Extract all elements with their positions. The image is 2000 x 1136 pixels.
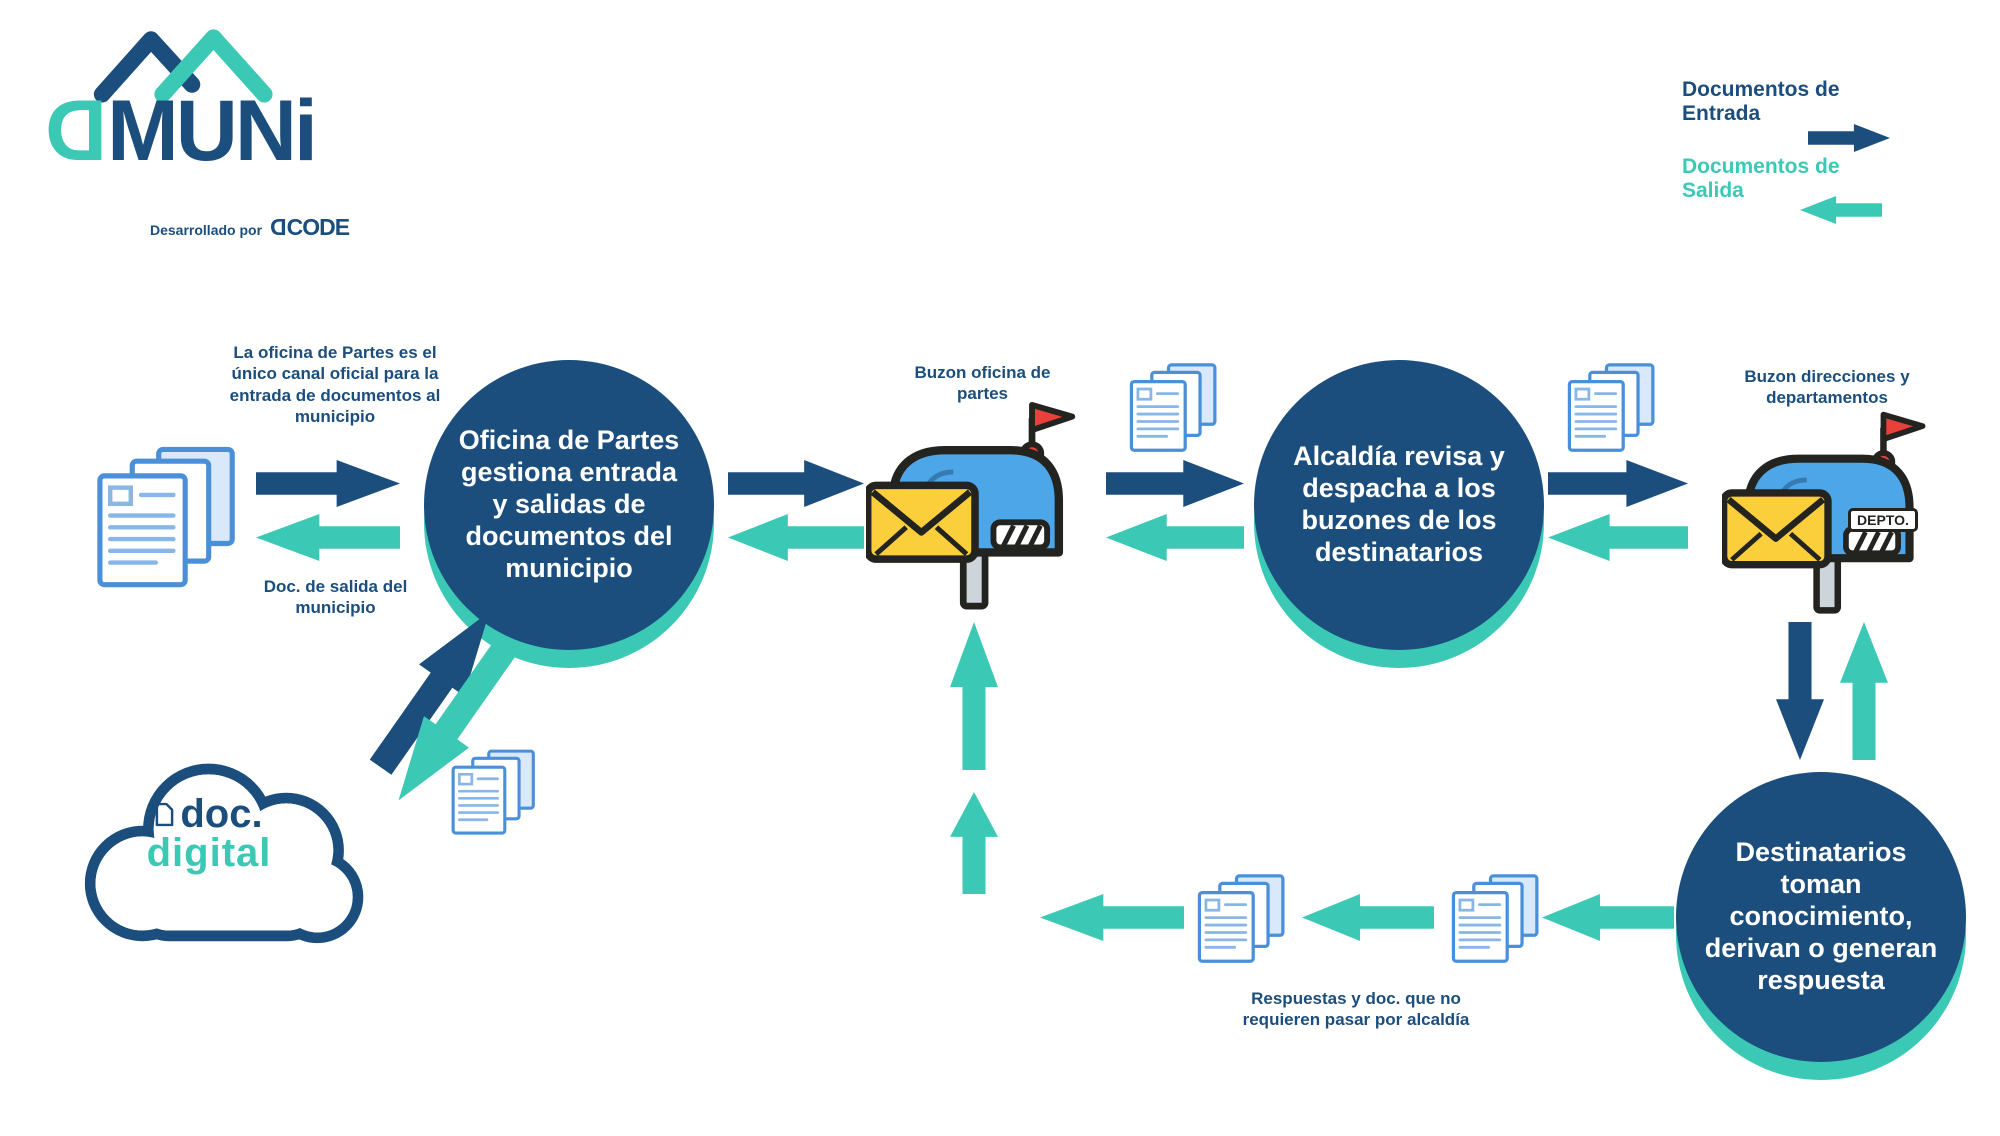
legend-entrada-arrow-icon xyxy=(1808,124,1890,152)
arrow-respuestas-left-icon xyxy=(1302,894,1434,941)
developer-wordmark: DCODE xyxy=(271,214,350,241)
node-label: Oficina de Partes gestiona entrada y sal… xyxy=(458,425,680,583)
arrow-oficina-to-docs-icon xyxy=(256,514,400,561)
brand-letters-mun: MUN xyxy=(107,83,297,179)
logo-roof-icon xyxy=(93,29,273,103)
document-stack-icon xyxy=(446,748,544,838)
arrow-respuestas-up-lower-icon xyxy=(950,792,998,894)
respuestas-label: Respuestas y doc. que no requieren pasar… xyxy=(1242,989,1470,1030)
arrow-destinatarios-to-respuestas-icon xyxy=(1542,894,1674,941)
buzon-direcciones-label: Buzon direcciones y departamentos xyxy=(1744,367,1910,408)
arrow-respuestas-to-columna-icon xyxy=(1040,894,1184,941)
doc-digital-line2: digital xyxy=(146,831,272,875)
arrow-docs-to-oficina-icon xyxy=(256,460,400,507)
doc-digital-logo: doc. digital xyxy=(104,792,314,876)
brand-letter-i: i xyxy=(293,83,318,179)
brand-wordmark: DMUNi xyxy=(48,83,318,179)
document-stack-icon xyxy=(1446,872,1548,967)
legend-entrada-label: Documentos de Entrada xyxy=(1682,78,1840,126)
brand-letter-d: D xyxy=(48,83,108,179)
node-circle: Destinatarios toman conocimiento, deriva… xyxy=(1676,772,1966,1062)
logo-tagline: Desarrollado por DCODE xyxy=(150,214,350,241)
mailbox-icon xyxy=(866,398,1084,613)
arrow-buzon-to-oficina-icon xyxy=(728,514,864,561)
node-label: Destinatarios toman conocimiento, deriva… xyxy=(1704,837,1938,995)
process-node-alcaldia: Alcaldía revisa y despacha a los buzones… xyxy=(1254,360,1544,668)
arrow-deptos-to-destinatarios-icon xyxy=(1776,622,1824,760)
arrow-alcaldia-to-deptos-icon xyxy=(1548,460,1688,507)
process-node-destinatarios: Destinatarios toman conocimiento, deriva… xyxy=(1676,772,1966,1080)
arrow-destinatarios-to-deptos-icon xyxy=(1840,622,1888,760)
legend-salida-label: Documentos de Salida xyxy=(1682,155,1840,203)
document-stack-icon xyxy=(1192,872,1294,967)
developer-letters: CODE xyxy=(286,214,350,240)
node-label: Alcaldía revisa y despacha a los buzones… xyxy=(1293,441,1505,567)
node-circle: Oficina de Partes gestiona entrada y sal… xyxy=(424,360,714,650)
arrow-alcaldia-to-buzon-icon xyxy=(1106,514,1244,561)
doc-salida-label: Doc. de salida del municipio xyxy=(263,577,408,618)
developer-letter-d: D xyxy=(271,214,287,240)
canal-oficial-label: La oficina de Partes es el único canal o… xyxy=(229,343,441,426)
document-stack-icon xyxy=(88,445,250,592)
arrow-buzon-to-alcaldia-icon xyxy=(1106,460,1244,507)
arrow-oficina-to-buzon-icon xyxy=(728,460,864,507)
arrow-respuestas-up-upper-icon xyxy=(950,622,998,770)
doc-digital-line1: doc. xyxy=(180,792,263,836)
buzon-oficina-label: Buzon oficina de partes xyxy=(914,363,1051,404)
depto-badge: DEPTO. xyxy=(1848,508,1918,532)
document-stack-icon xyxy=(1124,362,1226,455)
document-stack-icon xyxy=(1562,362,1664,455)
process-node-oficina-partes: Oficina de Partes gestiona entrada y sal… xyxy=(424,360,714,668)
tagline-text: Desarrollado por xyxy=(150,222,263,238)
node-circle: Alcaldía revisa y despacha a los buzones… xyxy=(1254,360,1544,650)
page-icon xyxy=(156,802,174,827)
arrow-deptos-to-alcaldia-icon xyxy=(1548,514,1688,561)
